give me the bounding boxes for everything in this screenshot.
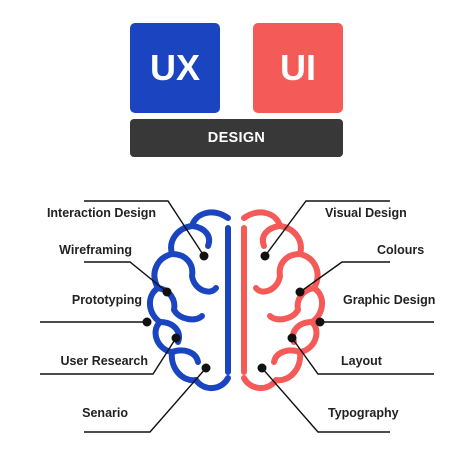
- ux-label: UX: [149, 47, 200, 88]
- ui-tile: UI: [253, 23, 343, 113]
- dot-colours: [295, 287, 305, 297]
- dot-typography: [257, 363, 267, 373]
- dot-prototyping: [142, 317, 152, 327]
- dot-interaction-design: [199, 251, 209, 261]
- label-prototyping: Prototyping: [71, 293, 142, 307]
- design-bar: DESIGN: [130, 119, 343, 157]
- label-interaction-design: Interaction Design: [46, 206, 156, 220]
- label-graphic-design: Graphic Design: [343, 293, 436, 307]
- label-visual-design: Visual Design: [325, 206, 407, 220]
- dot-user-research: [171, 333, 181, 343]
- label-typography: Typography: [328, 406, 399, 420]
- ux-tile: UX: [130, 23, 220, 113]
- design-label: DESIGN: [207, 130, 266, 146]
- label-layout: Layout: [341, 354, 382, 368]
- label-colours: Colours: [377, 243, 425, 257]
- label-wireframing: Wireframing: [59, 243, 132, 257]
- dot-graphic-design: [315, 317, 325, 327]
- left-connector-lines: [40, 200, 207, 433]
- right-brain-hemisphere: [241, 209, 325, 391]
- label-user-research: User Research: [60, 354, 148, 368]
- left-brain-hemisphere: [147, 209, 231, 391]
- dot-senario: [201, 363, 211, 373]
- dot-layout: [287, 333, 297, 343]
- connector-dots: [142, 251, 325, 373]
- dot-visual-design: [260, 251, 270, 261]
- label-senario: Senario: [82, 406, 128, 420]
- dot-wireframing: [162, 287, 172, 297]
- right-connector-lines: [261, 200, 434, 433]
- ui-label: UI: [280, 47, 316, 88]
